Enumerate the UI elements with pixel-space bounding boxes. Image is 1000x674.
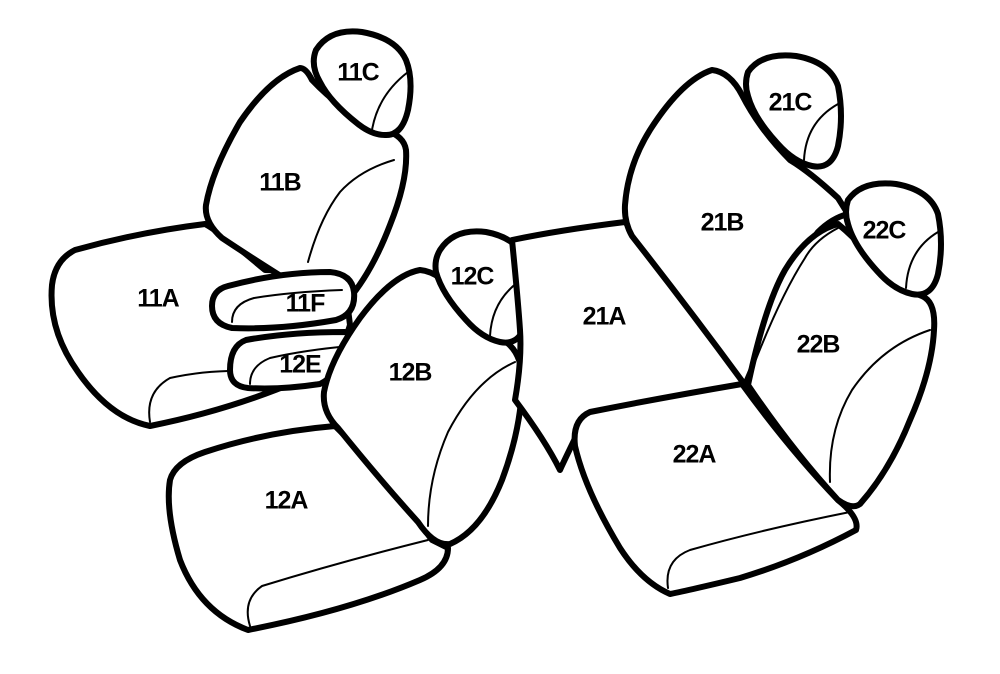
label-21c: 21C [769, 89, 813, 117]
seat-part-12c-headrest [432, 228, 532, 346]
label-11b: 11B [259, 169, 300, 197]
seat-part-22c-headrest [843, 180, 944, 298]
label-22a: 22A [673, 441, 717, 469]
label-11a: 11A [137, 285, 179, 313]
seat-part-11f-armrest [209, 269, 358, 332]
seat-part-12e-armrest [227, 329, 358, 392]
label-22c: 22C [863, 217, 907, 245]
seat-part-11c-headrest [310, 28, 414, 138]
label-12b: 12B [389, 359, 432, 387]
front-left-seat [48, 28, 414, 429]
seat-part-21c-headrest [743, 52, 844, 170]
label-12e: 12E [279, 351, 321, 379]
part-labels: 11C 11B 11A 11F 12E 12C 12B 12A 21C 21B … [137, 59, 907, 515]
label-22b: 22B [797, 331, 840, 359]
label-12a: 12A [265, 487, 309, 515]
label-21b: 21B [701, 209, 744, 237]
label-12c: 12C [451, 263, 495, 291]
seat-part-22a-cushion [571, 381, 860, 597]
rear-bench [509, 52, 944, 597]
label-21a: 21A [583, 303, 627, 331]
front-right-seat [165, 228, 532, 633]
label-11c: 11C [337, 59, 379, 87]
label-11f: 11F [286, 290, 325, 318]
